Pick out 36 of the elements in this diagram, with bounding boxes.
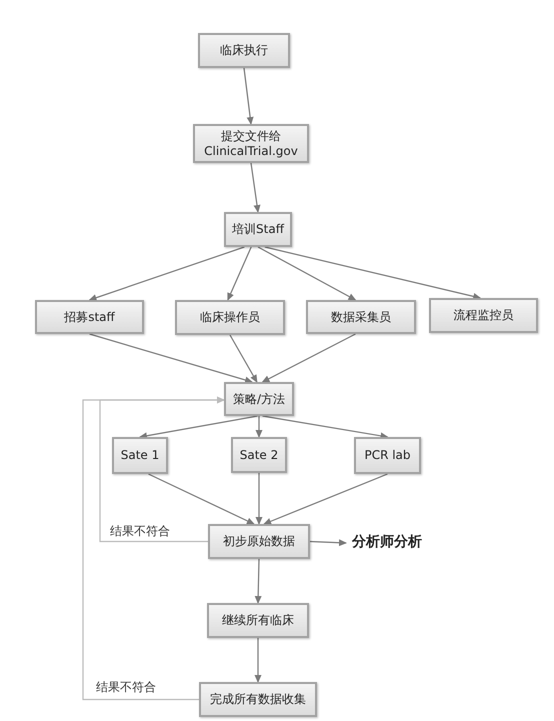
arrow xyxy=(243,68,254,125)
arrow xyxy=(148,473,255,525)
arrow xyxy=(254,558,262,604)
node-text: 分析师分析 xyxy=(346,532,428,554)
arrow xyxy=(262,333,356,383)
arrow xyxy=(89,333,253,384)
process-box: PCR lab xyxy=(354,437,421,474)
arrow xyxy=(258,246,356,301)
process-box: 临床执行 xyxy=(198,33,290,68)
process-box: 培训Staff xyxy=(224,212,292,247)
arrow xyxy=(254,638,262,683)
process-box: 提交文件给 ClinicalTrial.gov xyxy=(193,124,309,163)
arrow xyxy=(88,246,245,302)
process-box: 临床操作员 xyxy=(175,300,285,335)
arrow xyxy=(256,473,262,525)
arrow xyxy=(82,396,225,700)
arrow xyxy=(250,162,260,213)
edge-label: 结果不符合 xyxy=(108,523,172,540)
arrow xyxy=(262,415,388,440)
edge-label: 结果不符合 xyxy=(94,679,158,696)
process-box: 数据采集员 xyxy=(306,300,416,334)
process-box: 继续所有临床 xyxy=(207,603,309,638)
arrow xyxy=(229,334,258,383)
arrow xyxy=(139,415,258,440)
arrow xyxy=(310,539,347,546)
arrow xyxy=(227,246,252,301)
arrow xyxy=(263,473,388,525)
process-box: 招募staff xyxy=(35,300,144,334)
process-box: 流程监控员 xyxy=(429,298,538,333)
process-box: 策略/方法 xyxy=(224,382,294,416)
arrow xyxy=(264,246,482,300)
process-box: 完成所有数据收集 xyxy=(199,682,317,717)
process-box: Sate 1 xyxy=(112,437,168,474)
process-box: Sate 2 xyxy=(231,437,287,473)
arrow xyxy=(256,416,262,438)
process-box: 初步原始数据 xyxy=(208,524,310,559)
